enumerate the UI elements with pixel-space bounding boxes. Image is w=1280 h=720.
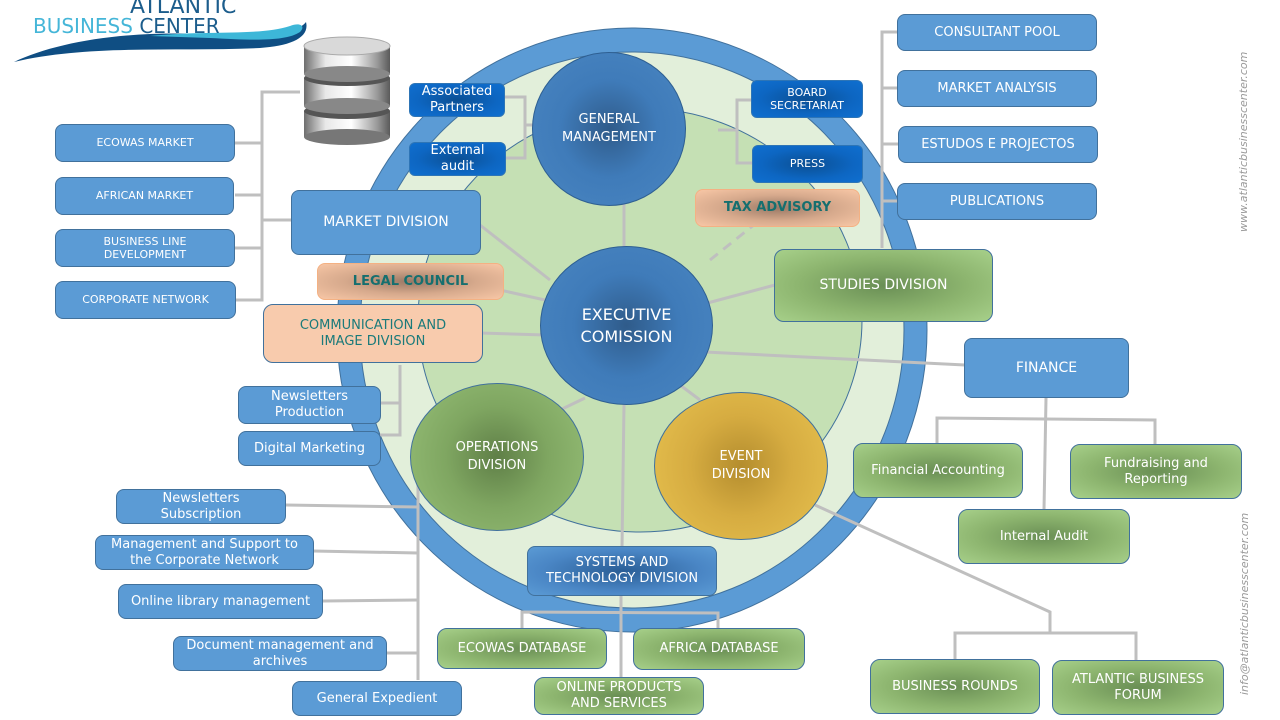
logo-business: BUSINESS	[33, 14, 133, 38]
logo-center: CENTER	[139, 14, 220, 38]
studies-item-consultant-pool[interactable]: CONSULTANT POOL	[897, 14, 1097, 51]
operations-item-newsletters-subscription[interactable]: Newsletters Subscription	[116, 489, 286, 524]
market-item-ecowas[interactable]: ECOWAS MARKET	[55, 124, 235, 162]
systems-item-africa-database[interactable]: AFRICA DATABASE	[633, 628, 805, 670]
website-watermark: www.atlanticbusinesscenter.com	[1237, 51, 1250, 232]
market-item-corporate-network[interactable]: CORPORATE NETWORK	[55, 281, 236, 319]
systems-item-online-products[interactable]: ONLINE PRODUCTS AND SERVICES	[534, 677, 704, 715]
finance-item-financial-accounting[interactable]: Financial Accounting	[853, 443, 1023, 498]
general-management-circle[interactable]: GENERAL MANAGEMENT	[532, 52, 686, 206]
legal-council-box[interactable]: LEGAL COUNCIL	[317, 263, 504, 300]
operations-item-general-expedient[interactable]: General Expedient	[292, 681, 462, 716]
operations-item-document-management[interactable]: Document management and archives	[173, 636, 387, 671]
events-item-atlantic-business-forum[interactable]: ATLANTIC BUSINESS FORUM	[1052, 660, 1224, 715]
studies-item-publications[interactable]: PUBLICATIONS	[897, 183, 1097, 220]
events-item-business-rounds[interactable]: BUSINESS ROUNDS	[870, 659, 1040, 714]
executive-comission-circle[interactable]: EXECUTIVE COMISSION	[540, 246, 713, 405]
tax-advisory-box[interactable]: TAX ADVISORY	[695, 189, 860, 227]
operations-division-circle[interactable]: OPERATIONS DIVISION	[410, 383, 584, 531]
systems-technology-division-box[interactable]: SYSTEMS AND TECHNOLOGY DIVISION	[527, 546, 717, 596]
studies-division-box[interactable]: STUDIES DIVISION	[774, 249, 993, 322]
operations-item-corporate-network-support[interactable]: Management and Support to the Corporate …	[95, 535, 314, 570]
finance-item-fundraising-reporting[interactable]: Fundraising and Reporting	[1070, 444, 1242, 499]
market-division-box[interactable]: MARKET DIVISION	[291, 190, 481, 255]
studies-item-estudos-projectos[interactable]: ESTUDOS E PROJECTOS	[898, 126, 1098, 163]
database-icon	[303, 36, 391, 145]
event-division-circle[interactable]: EVENT DIVISION	[654, 392, 828, 540]
digital-marketing-box[interactable]: Digital Marketing	[238, 431, 381, 466]
operations-item-online-library[interactable]: Online library management	[118, 584, 323, 619]
external-audit-box[interactable]: External audit	[409, 142, 506, 176]
associated-partners-box[interactable]: Associated Partners	[409, 83, 505, 117]
connectors	[235, 30, 1157, 680]
logo-swoosh-light	[150, 24, 303, 40]
systems-item-ecowas-database[interactable]: ECOWAS DATABASE	[437, 628, 607, 669]
logo-line2: BUSINESS CENTER	[33, 14, 220, 38]
logo-line1: ATLANTIC	[130, 0, 237, 19]
logo-swoosh	[14, 22, 307, 62]
email-watermark: info@atlanticbusinesscenter.com	[1238, 512, 1251, 695]
market-item-business-line[interactable]: BUSINESS LINE DEVELOPMENT	[55, 229, 235, 267]
market-item-african[interactable]: AFRICAN MARKET	[55, 177, 234, 215]
newsletters-production-box[interactable]: Newsletters Production	[238, 386, 381, 424]
studies-item-market-analysis[interactable]: MARKET ANALYSIS	[897, 70, 1097, 107]
finance-box[interactable]: FINANCE	[964, 338, 1129, 398]
press-box[interactable]: PRESS	[752, 145, 863, 183]
board-secretariat-box[interactable]: BOARD SECRETARIAT	[751, 80, 863, 118]
communication-division-box[interactable]: COMMUNICATION AND IMAGE DIVISION	[263, 304, 483, 363]
finance-item-internal-audit[interactable]: Internal Audit	[958, 509, 1130, 564]
